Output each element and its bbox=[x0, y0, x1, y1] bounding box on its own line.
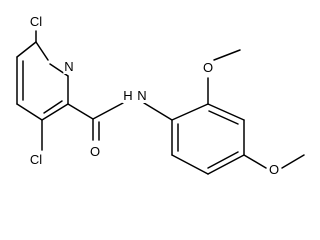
atom-o-methoxy-right: O bbox=[267, 162, 281, 177]
bond bbox=[213, 49, 241, 61]
atom-n-amide: N bbox=[136, 88, 148, 103]
bond bbox=[43, 100, 63, 114]
bond bbox=[207, 151, 239, 169]
bond-layer bbox=[16, 30, 305, 175]
bond bbox=[281, 154, 305, 169]
bond bbox=[171, 103, 209, 121]
bond bbox=[49, 63, 69, 77]
structure-diagram: Cl N Cl O N H O O bbox=[16, 14, 305, 177]
atom-n-ring: N bbox=[63, 59, 75, 74]
bond bbox=[35, 41, 49, 61]
bond bbox=[243, 154, 267, 169]
bond bbox=[208, 110, 239, 125]
bond bbox=[171, 154, 209, 175]
atom-o-methoxy-top: O bbox=[201, 60, 215, 75]
bond bbox=[16, 41, 37, 58]
bond bbox=[143, 102, 173, 121]
atom-cl-bottom: Cl bbox=[28, 152, 44, 167]
atom-h-amide: H bbox=[122, 88, 134, 103]
bond bbox=[67, 103, 94, 120]
bond bbox=[207, 103, 245, 121]
bond bbox=[41, 103, 69, 121]
bond bbox=[16, 103, 43, 121]
bond bbox=[92, 102, 124, 120]
bond bbox=[207, 154, 245, 175]
atom-cl-top: Cl bbox=[28, 14, 44, 29]
atom-o-carbonyl: O bbox=[88, 144, 102, 159]
